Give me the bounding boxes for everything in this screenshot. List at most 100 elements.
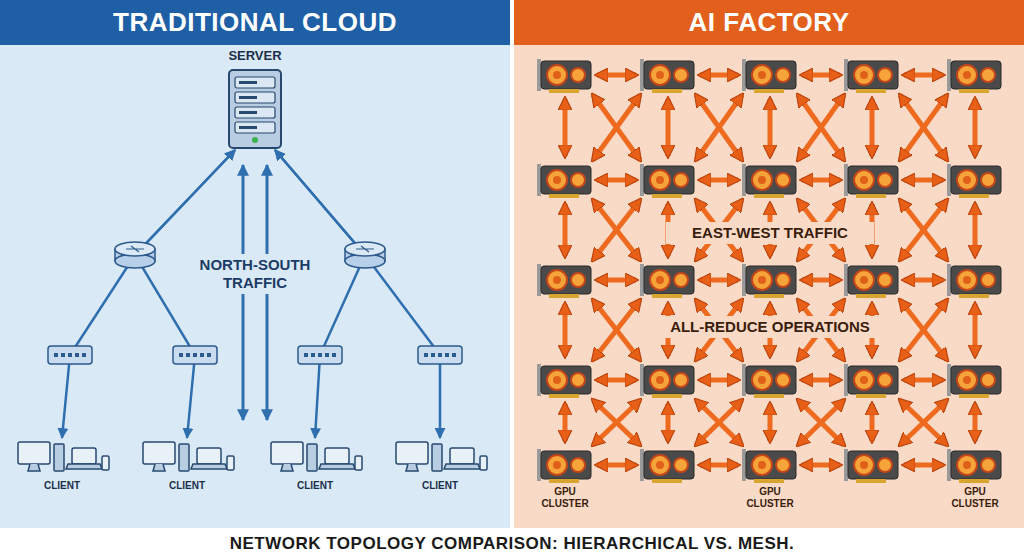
mesh-arrow <box>904 178 943 183</box>
mesh-arrow <box>563 99 568 156</box>
mesh-arrow <box>666 99 671 156</box>
mesh-diagonal <box>696 400 742 445</box>
mesh-arrow <box>700 278 738 283</box>
client-icons <box>137 438 237 476</box>
mesh-diagonal <box>593 95 640 160</box>
gpu-card <box>640 264 694 298</box>
mesh-diagonal <box>900 200 947 260</box>
mesh-arrow <box>904 463 943 468</box>
gpu-card <box>947 164 1001 198</box>
mesh-arrow <box>666 404 671 441</box>
mesh-diagonal <box>593 300 640 360</box>
gpu-cluster: GPU CLUSTER <box>945 446 1005 510</box>
client-group: CLIENT <box>132 438 242 492</box>
mesh-arrow <box>904 73 943 78</box>
client-label: CLIENT <box>7 476 117 492</box>
client-label: CLIENT <box>132 476 242 492</box>
cluster-label: GPU CLUSTER <box>740 484 800 510</box>
mesh-diagonal <box>900 300 947 360</box>
gpu-card <box>947 446 1003 484</box>
gpu-card <box>947 59 1001 93</box>
mesh-diagonal <box>696 95 742 160</box>
mesh-arrow <box>904 378 943 383</box>
caption-strip <box>0 528 1024 559</box>
mesh-arrow <box>563 204 568 256</box>
mesh-arrow <box>973 99 978 156</box>
gpu-card <box>537 446 593 484</box>
panel-header: AI FACTORY <box>514 0 1024 45</box>
mesh-arrow <box>870 99 875 156</box>
gpu-card <box>844 364 898 398</box>
mesh-arrow <box>973 304 978 356</box>
mesh-arrow <box>768 99 773 156</box>
client-group: CLIENT <box>260 438 370 492</box>
gpu-card <box>640 449 694 483</box>
gpu-cluster: GPU CLUSTER <box>535 446 595 510</box>
switch-icon <box>418 346 462 364</box>
gpu-card <box>844 59 898 93</box>
client-icons <box>12 438 112 476</box>
mesh-diagonal <box>696 400 742 445</box>
operation-label: ALL-REDUCE OPERATIONS <box>646 316 894 338</box>
mesh-diagonal <box>798 400 844 445</box>
mesh-diagonal <box>593 95 640 160</box>
mesh-diagonal <box>798 95 844 160</box>
mesh-diagonal <box>900 400 947 445</box>
traffic-label: NORTH-SOUTH TRAFFIC <box>192 254 318 294</box>
mesh-arrow <box>597 278 636 283</box>
gpu-card <box>742 59 796 93</box>
client-group: CLIENT <box>7 438 117 492</box>
left-panel <box>0 0 510 528</box>
gpu-card <box>742 364 796 398</box>
router-icon <box>115 242 155 268</box>
client-label: CLIENT <box>260 476 370 492</box>
mesh-arrow <box>700 463 738 468</box>
mesh-diagonal <box>593 300 640 360</box>
network-link <box>275 150 365 438</box>
mesh-arrow <box>700 178 738 183</box>
gpu-card <box>742 164 796 198</box>
gpu-card <box>844 264 898 298</box>
cluster-label: GPU CLUSTER <box>535 484 595 510</box>
gpu-card <box>742 446 798 484</box>
mesh-diagonal <box>798 95 844 160</box>
gpu-card <box>537 59 591 93</box>
gpu-cluster: GPU CLUSTER <box>740 446 800 510</box>
switch-icon <box>298 346 342 364</box>
mesh-diagonal <box>900 200 947 260</box>
mesh-arrow <box>597 463 636 468</box>
mesh-arrow <box>563 304 568 356</box>
gpu-card <box>947 364 1001 398</box>
mesh-arrow <box>802 73 840 78</box>
server-node: SERVER <box>215 48 295 150</box>
divider <box>510 0 514 528</box>
mesh-arrow <box>802 463 840 468</box>
mesh-diagonal <box>900 95 947 160</box>
right-panel <box>514 0 1024 528</box>
switch-icon <box>48 346 92 364</box>
gpu-card <box>640 364 694 398</box>
mesh-diagonal <box>593 400 640 445</box>
mesh-arrow <box>973 404 978 441</box>
mesh-diagonal <box>593 200 640 260</box>
gpu-card <box>640 164 694 198</box>
gpu-card <box>742 264 796 298</box>
switch-icon <box>173 346 217 364</box>
gpu-card <box>537 264 591 298</box>
server-icon <box>227 68 283 150</box>
router-icon <box>345 242 385 268</box>
gpu-card <box>537 364 591 398</box>
gpu-card <box>537 164 591 198</box>
mesh-diagonal <box>696 95 742 160</box>
server-label: SERVER <box>215 48 295 68</box>
mesh-arrow <box>700 378 738 383</box>
mesh-arrow <box>973 204 978 256</box>
mesh-arrow <box>597 73 636 78</box>
mesh-arrow <box>802 178 840 183</box>
mesh-arrow <box>700 73 738 78</box>
client-label: CLIENT <box>385 476 495 492</box>
mesh-arrow <box>802 378 840 383</box>
mesh-diagonal <box>900 300 947 360</box>
mesh-arrow <box>802 278 840 283</box>
